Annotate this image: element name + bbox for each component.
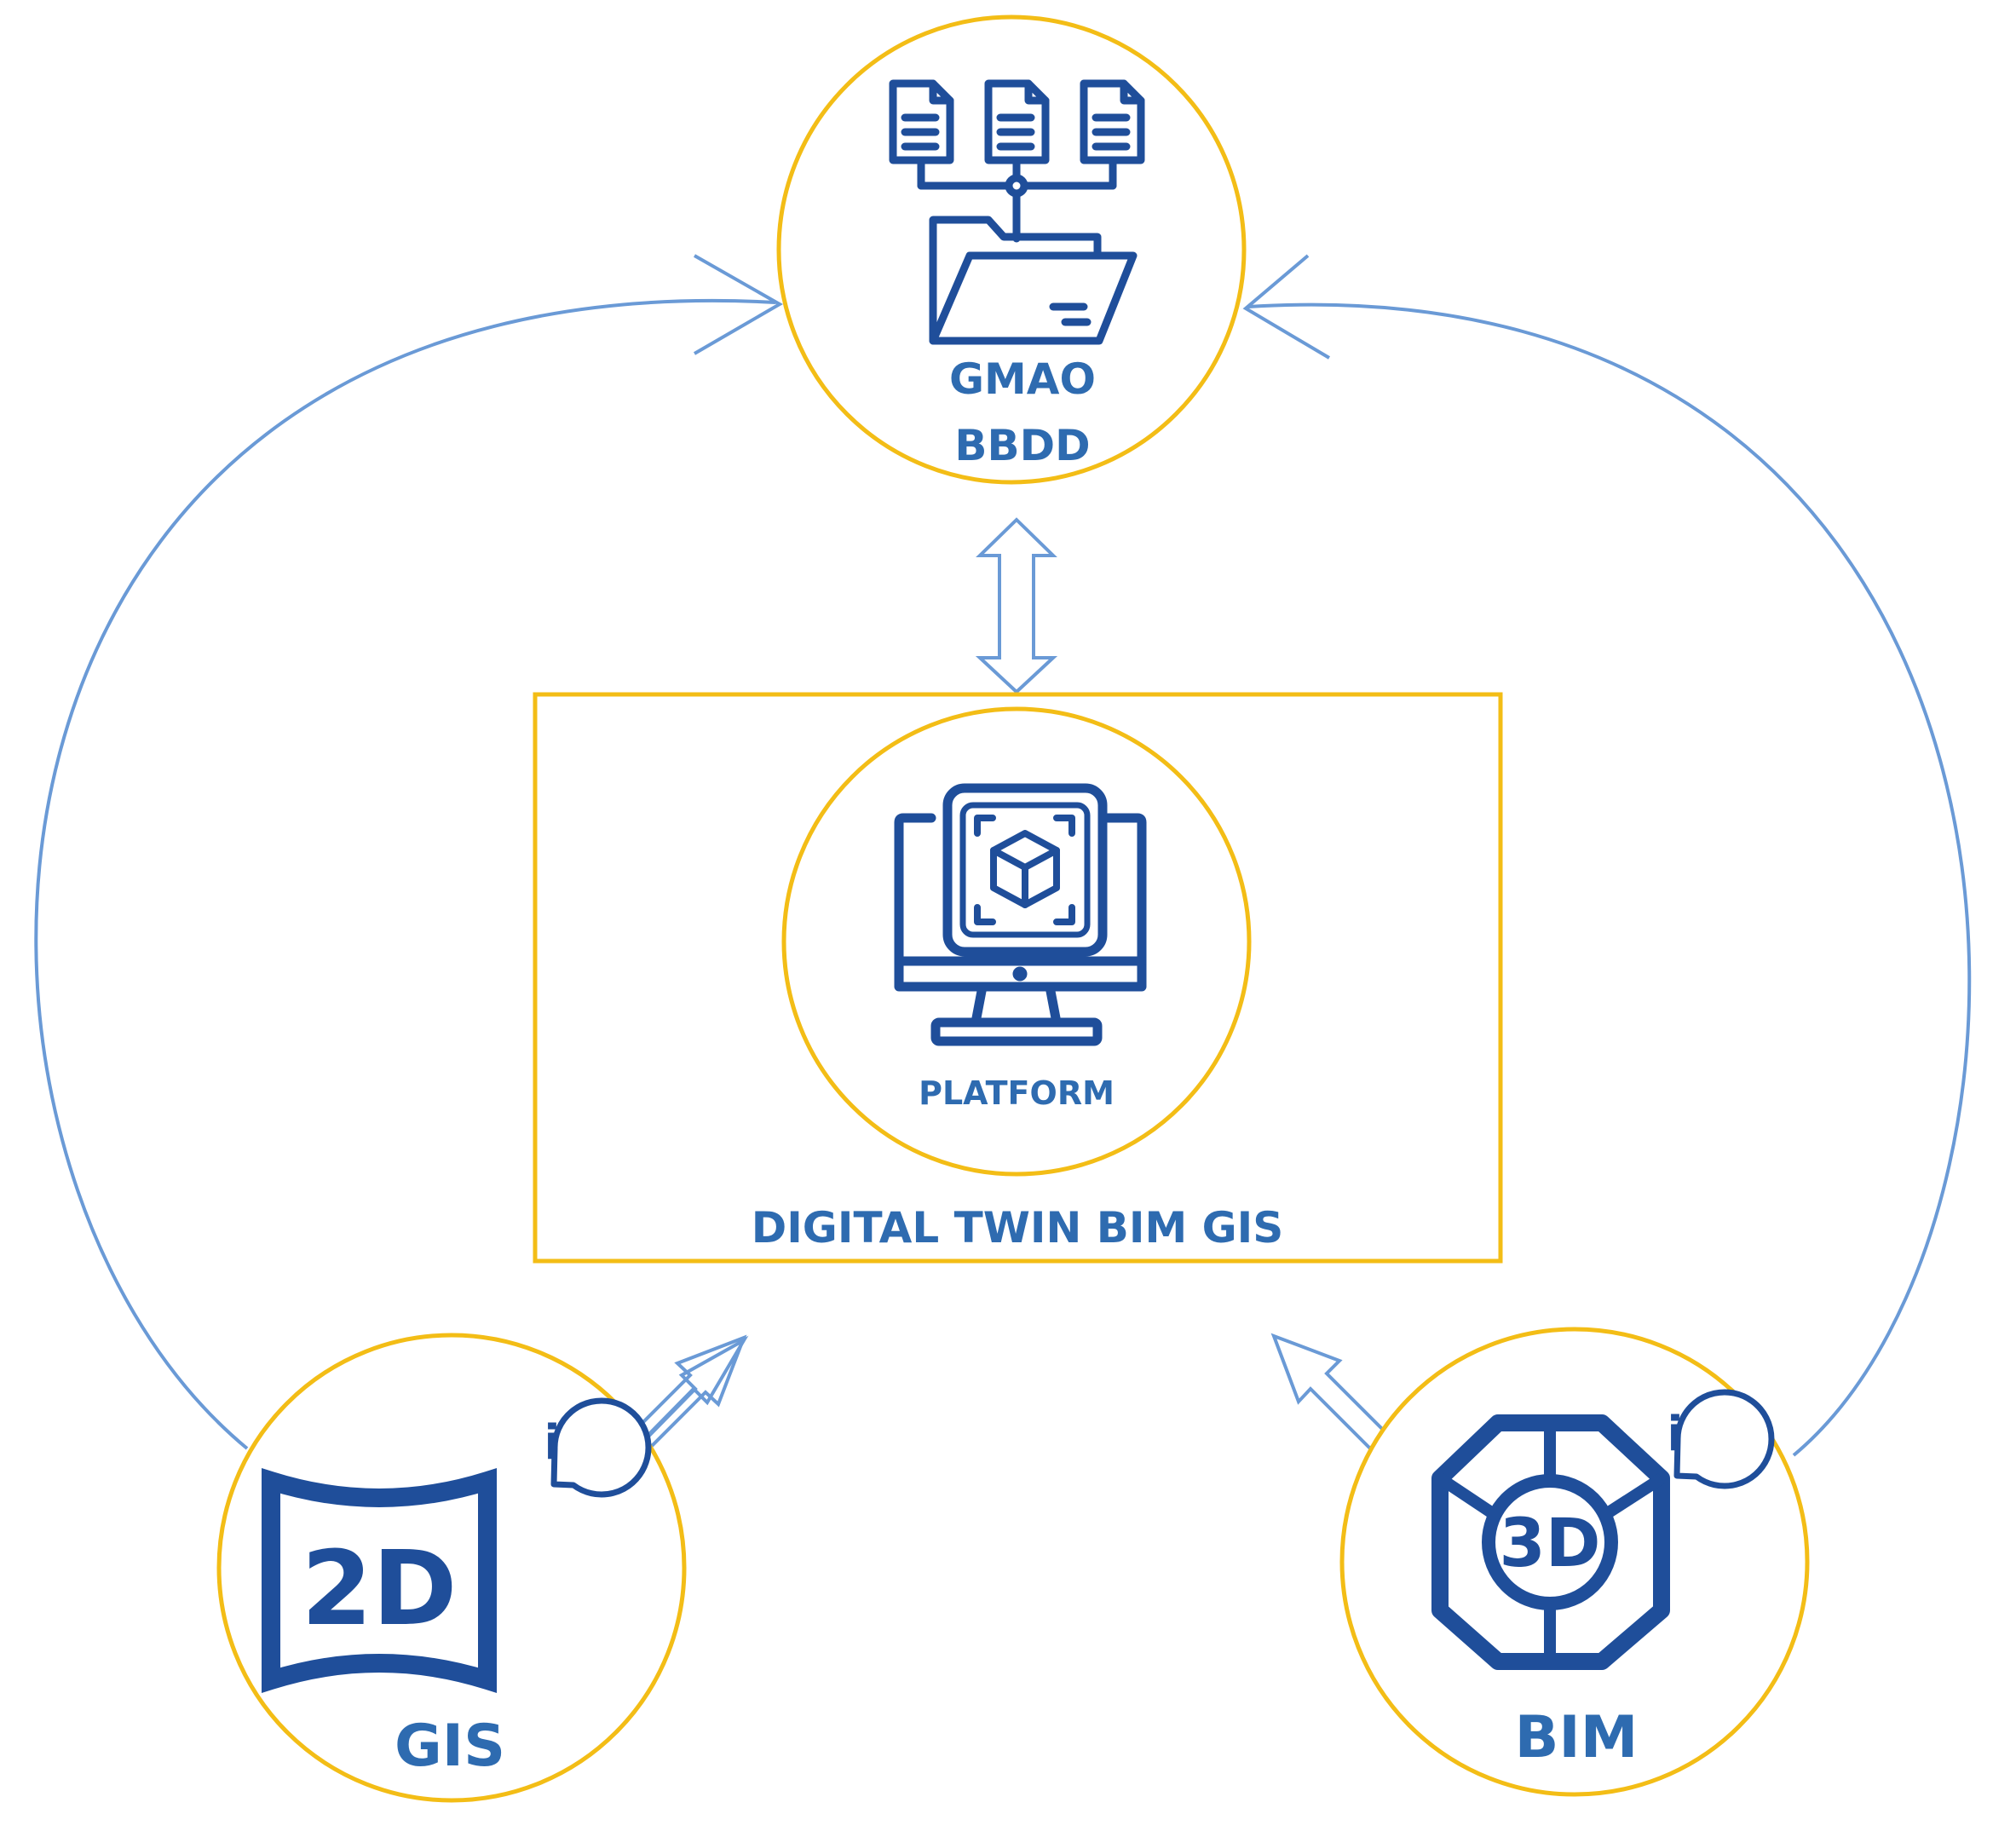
gis-badge-text: 2D <box>301 1530 457 1649</box>
gis-node[interactable]: 2D i GIS <box>216 1333 687 1803</box>
2d-map-icon: 2D <box>262 1468 497 1693</box>
bim-badge-text: 3D <box>1499 1506 1600 1582</box>
arrow-bim-to-platform <box>1270 1333 1389 1451</box>
arrow-gis-shaft <box>630 1334 747 1453</box>
gis-info-icon: i <box>544 1397 652 1498</box>
digital-twin-box[interactable]: DIGITAL TWIN BIM GIS <box>533 692 1503 1264</box>
double-arrow-gmao-platform <box>975 517 1058 694</box>
gmao-node[interactable]: GMAO BBDD <box>776 14 1247 485</box>
gis-info-text: i <box>544 1415 560 1471</box>
gis-label: GIS <box>395 1713 505 1780</box>
arc-gis-to-gmao <box>34 299 776 1450</box>
connectors <box>34 254 1972 1457</box>
3d-cube-icon: 3D <box>1431 1414 1670 1670</box>
folder-network-icon <box>889 79 1145 345</box>
digital-twin-label: DIGITAL TWIN BIM GIS <box>752 1203 1284 1252</box>
platform-node[interactable]: PLATFORM <box>781 706 1252 1177</box>
platform-label: PLATFORM <box>919 1074 1115 1112</box>
arc-gis-arrowhead <box>693 254 784 355</box>
arc-bim-to-gmao <box>1247 302 1972 1457</box>
bim-label: BIM <box>1515 1704 1639 1771</box>
gmao-label: GMAO <box>949 354 1096 404</box>
digital-twin-frame <box>533 692 1503 1264</box>
arrow-gis-to-platform <box>635 1335 749 1446</box>
bim-node[interactable]: 3D i BIM <box>1339 1327 1810 1797</box>
bim-info-icon: i <box>1667 1389 1775 1489</box>
bbdd-label: BBDD <box>954 421 1090 470</box>
monitor-cube-icon <box>894 783 1147 1046</box>
bim-info-text: i <box>1667 1407 1683 1462</box>
arc-bim-arrowhead <box>1242 254 1331 360</box>
